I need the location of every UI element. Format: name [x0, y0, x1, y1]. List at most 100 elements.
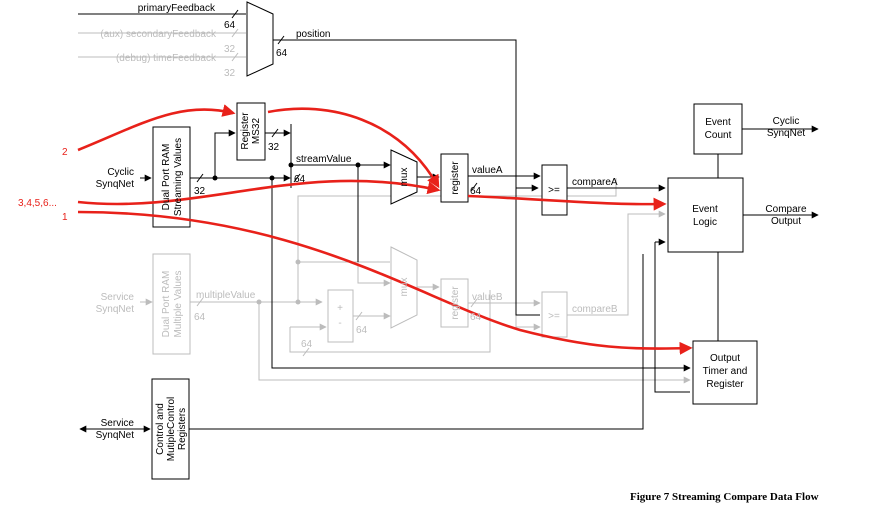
- cyclic-in-label-2: SynqNet: [96, 179, 135, 190]
- cyclic-out-label-1: Cyclic: [773, 116, 800, 127]
- control-label-2: MutipleControl: [166, 397, 177, 461]
- mux-b-label: mux: [399, 278, 410, 297]
- junction-dot: [295, 299, 301, 305]
- compare-a-label: >=: [548, 185, 560, 196]
- position-down-wire: [515, 188, 540, 316]
- reg-a-width-tick: [470, 182, 478, 192]
- multi-ram-label-2: Multiple Values: [173, 270, 184, 337]
- compare-a-signal-label: compareA: [572, 177, 618, 188]
- w64-reg-a: 64: [470, 186, 482, 197]
- position-label: position: [296, 29, 330, 40]
- to-ms32-wire: [214, 129, 236, 178]
- event-logic-block: [667, 177, 744, 253]
- event-count-label-2: Count: [705, 130, 732, 141]
- ms32-width-tick: [271, 128, 279, 138]
- output-timer-label-3: Register: [706, 379, 744, 390]
- secondary-width-tick: [231, 28, 239, 38]
- adder-plus-label: +: [337, 303, 343, 314]
- compare-b-label: >=: [548, 311, 560, 322]
- w64-feedback: 64: [301, 339, 313, 350]
- adder-width-tick: [355, 311, 363, 321]
- stream-to-timer-wire: [271, 178, 691, 372]
- feedback-width-tick: [302, 347, 310, 357]
- service-in-label-2: SynqNet: [96, 304, 135, 315]
- path-1-to-output-timer: [77, 210, 693, 355]
- stream-ram-label-1: Dual Port RAM: [161, 144, 172, 211]
- event-logic-label-2: Logic: [693, 217, 717, 228]
- w64-reg-b: 64: [470, 312, 482, 323]
- highlight-paths: [77, 104, 693, 355]
- multi-ram-block: [152, 253, 191, 355]
- register-b-block: [440, 278, 469, 328]
- junction-dot: [295, 259, 301, 265]
- annotation-345: 3,4,5,6...: [18, 198, 57, 209]
- output-timer-label-1: Output: [710, 353, 740, 364]
- value-a-label: valueA: [472, 165, 503, 176]
- w64-stream: 64: [294, 174, 306, 185]
- cyclic-out-label-2: SynqNet: [767, 128, 806, 139]
- compare-b-signal-label: compareB: [572, 304, 618, 315]
- reg-ms32-block: [236, 102, 266, 161]
- mux-out-width-tick: [277, 35, 285, 45]
- multiple-value-label: multipleValue: [196, 290, 256, 301]
- multiple-value-to-timer-wire: [258, 302, 691, 384]
- compare-b-wire: [567, 210, 666, 316]
- control-bus-wire: [189, 254, 644, 430]
- inactive-path: [78, 28, 691, 384]
- event-count-block: [693, 103, 743, 155]
- control-label-1: Control and: [155, 403, 166, 455]
- active-path: [78, 1, 819, 480]
- mux-b: [390, 246, 418, 329]
- stream-value-label: streamValue: [296, 154, 352, 165]
- path-345-to-register: [77, 179, 441, 206]
- junction-dot: [288, 162, 294, 168]
- compare-out-label-2: Output: [771, 216, 801, 227]
- secondary-feedback-label: (aux) secondaryFeedback: [100, 29, 217, 40]
- adder-block: [327, 289, 354, 343]
- path-2-to-ms32: [77, 104, 236, 152]
- mux-a: [390, 149, 418, 205]
- primary-feedback-label: primaryFeedback: [138, 3, 216, 14]
- reg-ms32-label-1: Register: [240, 112, 251, 150]
- stream-to-mux-b-grey-wire: [357, 262, 391, 287]
- stream-ram-block: [152, 126, 191, 228]
- w32-stream: 32: [194, 186, 206, 197]
- w64-adder: 64: [356, 325, 368, 336]
- w32-ms32: 32: [268, 142, 280, 153]
- reg-ms32-label-2: MS32: [251, 118, 262, 145]
- service-ctrl-label-1: Service: [101, 418, 135, 429]
- control-label-3: Registers: [177, 408, 188, 450]
- compare-a-block: [541, 164, 568, 216]
- stream-ram-label-2: Streaming Values: [173, 138, 184, 216]
- control-registers-block: [151, 378, 190, 480]
- debug-width-tick: [231, 52, 239, 62]
- w64-primary: 64: [224, 20, 236, 31]
- feedback-mux: [246, 1, 274, 77]
- w64-multi: 64: [194, 312, 206, 323]
- mux-a-label: mux: [399, 168, 410, 187]
- w32-secondary: 32: [224, 44, 236, 55]
- event-logic-label-1: Event: [692, 204, 718, 215]
- multi-ram-label-1: Dual Port RAM: [161, 271, 172, 338]
- stream-width-tick: [196, 173, 204, 183]
- annotation-2: 2: [62, 147, 68, 158]
- value-b-label: valueB: [472, 292, 503, 303]
- timer-to-logic-wire: [654, 242, 690, 393]
- path-2-to-register: [267, 107, 440, 189]
- adder-minus-label: -: [338, 318, 341, 329]
- service-ctrl-label-2: SynqNet: [96, 430, 135, 441]
- compare-b-block: [541, 291, 568, 338]
- figure-caption: Figure 7 Streaming Compare Data Flow: [630, 491, 819, 503]
- path-345-to-event-logic: [467, 194, 667, 211]
- primary-width-tick: [231, 9, 239, 19]
- compare-out-label-1: Compare: [765, 204, 807, 215]
- output-timer-label-2: Timer and: [703, 366, 748, 377]
- debug-feedback-label: (debug) timeFeedback: [116, 53, 217, 64]
- junction-dot: [256, 299, 262, 305]
- output-timer-block: [692, 340, 758, 405]
- w64-mux-out: 64: [276, 48, 288, 59]
- register-b-label: register: [450, 286, 461, 320]
- service-in-label-1: Service: [101, 292, 135, 303]
- multi-width-tick: [196, 297, 204, 307]
